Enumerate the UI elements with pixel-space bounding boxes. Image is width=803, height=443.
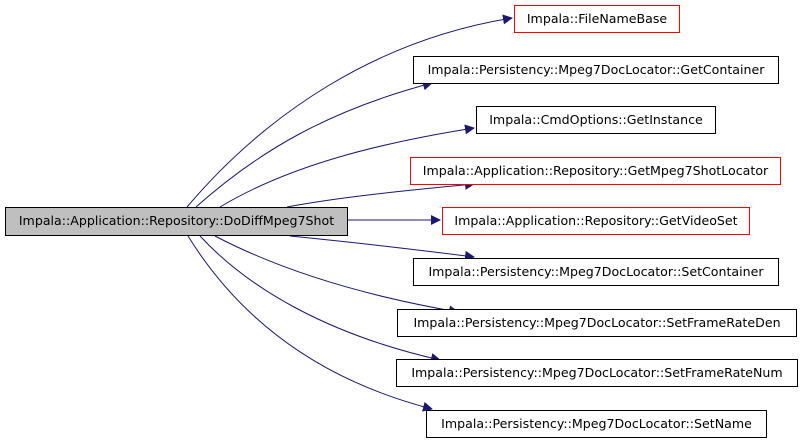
edge-to-filenamebase [186, 14, 513, 208]
edge-to-setframerateden [214, 235, 459, 316]
node-setcontainer[interactable]: Impala::Persistency::Mpeg7DocLocator::Se… [413, 258, 779, 286]
node-source[interactable]: Impala::Application::Repository::DoDiffM… [5, 207, 348, 236]
node-getmpeg7shotlocator[interactable]: Impala::Application::Repository::GetMpeg… [410, 157, 781, 185]
edge-to-getcontainer [195, 80, 433, 208]
node-label: Impala::Persistency::Mpeg7DocLocator::Se… [411, 364, 783, 380]
edge-to-setname [187, 235, 433, 412]
node-label: Impala::Persistency::Mpeg7DocLocator::Se… [441, 415, 752, 431]
node-label: Impala::CmdOptions::GetInstance [489, 111, 703, 127]
node-getvideoset[interactable]: Impala::Application::Repository::GetVide… [442, 207, 750, 235]
edge-to-setcontainer [289, 235, 475, 261]
node-label: Impala::Persistency::Mpeg7DocLocator::Ge… [427, 61, 765, 77]
node-label: Impala::Application::Repository::GetVide… [454, 212, 738, 228]
edge-to-getmpeg7shotlocator [286, 179, 475, 208]
node-setframerateden[interactable]: Impala::Persistency::Mpeg7DocLocator::Se… [397, 309, 797, 337]
node-source-label: Impala::Application::Repository::DoDiffM… [18, 213, 335, 229]
node-label: Impala::Persistency::Mpeg7DocLocator::Se… [428, 263, 764, 279]
node-getinstance[interactable]: Impala::CmdOptions::GetInstance [476, 106, 716, 134]
node-label: Impala::Persistency::Mpeg7DocLocator::Se… [413, 314, 781, 330]
edge-to-getinstance [219, 124, 475, 208]
node-setframeratenum[interactable]: Impala::Persistency::Mpeg7DocLocator::Se… [396, 359, 798, 387]
node-label: Impala::FileNameBase [526, 10, 668, 26]
node-filenamebase[interactable]: Impala::FileNameBase [514, 5, 680, 33]
edge-to-setframeratenum [199, 235, 441, 363]
node-setname[interactable]: Impala::Persistency::Mpeg7DocLocator::Se… [426, 410, 767, 438]
node-label: Impala::Application::Repository::GetMpeg… [422, 162, 769, 178]
node-getcontainer[interactable]: Impala::Persistency::Mpeg7DocLocator::Ge… [413, 56, 779, 84]
